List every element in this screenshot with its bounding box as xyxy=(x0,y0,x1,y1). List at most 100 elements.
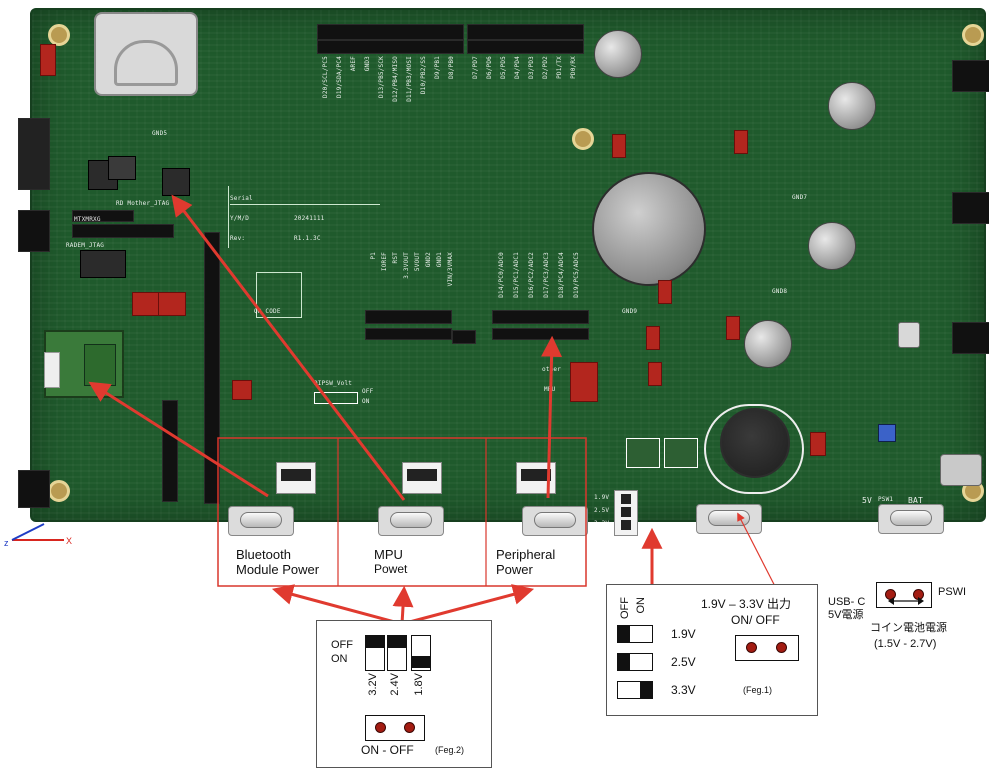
jumper-r6 xyxy=(648,362,662,386)
arduino-header-top-right-2 xyxy=(467,40,584,54)
mounting-hole xyxy=(572,128,594,150)
fig1-row-3v3: 3.3V xyxy=(671,683,696,697)
other-silk-label: other xyxy=(542,366,561,373)
jumper-r2 xyxy=(734,130,748,154)
jumper-r5 xyxy=(646,326,660,350)
header-pin-label: D17/PC3/ADC3 xyxy=(543,252,550,298)
dip-switch-mpu[interactable] xyxy=(402,462,442,494)
psw-label: PSWI xyxy=(938,586,966,599)
dcen-label: DCEN1 xyxy=(762,522,781,529)
arduino-header-bottom-mid xyxy=(452,330,476,344)
relay-2 xyxy=(664,438,698,468)
serial-line xyxy=(230,204,380,205)
left-header-1 xyxy=(18,118,50,190)
gnd8-label: GND8 xyxy=(772,288,787,295)
jumper-pair-left xyxy=(132,292,160,316)
blue-trimmer[interactable] xyxy=(878,424,896,442)
header-pin-label: PD1/TX xyxy=(556,56,563,79)
header-pin-label: D20/SCL/PC5 xyxy=(322,56,329,98)
header-pin-label: D3/PD3 xyxy=(528,56,535,79)
serial-label: Serial xyxy=(230,195,253,202)
fig1-row-2v5: 2.5V xyxy=(671,655,696,669)
arduino-header-bottom-left xyxy=(365,310,452,324)
fig1-on-label: ON xyxy=(635,597,647,614)
fig2-on-label: ON xyxy=(331,653,348,665)
fig1-switch-3v3 xyxy=(617,681,653,699)
fig2-tag: (Feg.2) xyxy=(435,745,464,755)
fig1-title-line2: ON/ OFF xyxy=(731,613,780,627)
header-jtag xyxy=(72,224,174,238)
header-pin-label: D11/PB3/MOSI xyxy=(406,56,413,102)
dip-switch-voltage[interactable] xyxy=(614,490,638,536)
dip-lever xyxy=(407,469,417,481)
callout-mpu-line2: Powet xyxy=(374,563,407,577)
dip-lever xyxy=(621,507,631,517)
arduino-header-top-left-2 xyxy=(317,40,464,54)
header-pin-label: VIN/3VMAX xyxy=(447,252,454,286)
usb-5v-label: 5V xyxy=(862,496,872,505)
dip-switch-bluetooth[interactable] xyxy=(276,462,316,494)
fig2-off-label: OFF xyxy=(331,639,353,651)
header-pin-label: GND2 xyxy=(425,252,432,267)
callout-mpu-line1: MPU xyxy=(374,548,407,563)
header-pin-label: 5VOUT xyxy=(414,252,421,271)
header-pin-label: D2/PD2 xyxy=(542,56,549,79)
sw-3v3-label: 3.3V xyxy=(594,520,609,527)
dip-switch-peripheral[interactable] xyxy=(516,462,556,494)
fig2-onoff-label: ON - OFF xyxy=(361,743,414,757)
header-pin-label: D18/PC4/ADC4 xyxy=(558,252,565,298)
vertical-header-p14 xyxy=(204,232,220,504)
header-pin-label: GND3 xyxy=(364,56,371,71)
electrolytic-cap xyxy=(808,222,856,270)
header-pin-label: D19/SDA/PC4 xyxy=(336,56,343,98)
dip-lever xyxy=(417,469,427,481)
header-pin-label: D8/PB0 xyxy=(448,56,455,79)
left-header-3 xyxy=(18,470,50,508)
left-header-2 xyxy=(18,210,50,252)
mounting-hole xyxy=(48,24,70,46)
header-pin-label: D4/PD4 xyxy=(514,56,521,79)
callout-mpu: MPU Powet xyxy=(374,548,407,577)
dipsw-off-label: OFF xyxy=(362,388,373,395)
right-header-1 xyxy=(952,60,989,92)
header-pin-label: D5/PD5 xyxy=(500,56,507,79)
mtx-label: MTXMRXG xyxy=(74,216,101,223)
figure-1-panel: OFF ON 1.9V 2.5V 3.3V 1.9V – 3.3V 出力 ON/… xyxy=(606,584,818,716)
header-pin-label: IOREF xyxy=(381,252,388,271)
header-pin-label: D15/PC1/ADC1 xyxy=(513,252,520,298)
header-pin-label: D7/PD7 xyxy=(472,56,479,79)
psw-note-line2: (1.5V - 2.7V) xyxy=(874,638,936,651)
header-pin-label: D6/PD6 xyxy=(486,56,493,79)
arduino-header-top-right xyxy=(467,24,584,40)
arduino-header-bottom-left-2 xyxy=(365,328,452,340)
qr-code-label: QR CODE xyxy=(254,308,281,315)
usb-c-port[interactable] xyxy=(940,454,982,486)
bluetooth-module-chip xyxy=(84,344,116,386)
sw-1v9-label: 1.9V xyxy=(594,494,609,501)
psw-note-line1: コイン電池電源 xyxy=(870,622,947,635)
header-pin-label: 3.3VOUT xyxy=(403,252,410,279)
dip-lever xyxy=(621,520,631,530)
svg-text:X: X xyxy=(66,536,72,546)
header-pin-label: D13/PB5/SCK xyxy=(378,56,385,98)
header-pin-label: P1 xyxy=(370,252,377,260)
callout-bluetooth-line2: Module Power xyxy=(236,563,319,578)
radom-jtag-label: RADEM_JTAG xyxy=(66,242,104,249)
fig2-v2-label: 2.4V xyxy=(389,673,401,696)
fig1-tag: (Feg.1) xyxy=(743,685,772,695)
right-header-3 xyxy=(952,322,989,354)
coin-battery-large xyxy=(592,172,706,286)
usb-c-note-line2: 5V電源 xyxy=(828,609,865,622)
electrolytic-cap xyxy=(594,30,642,78)
gnd9-label: GND9 xyxy=(622,308,637,315)
header-pin-label: D19/PC5/ADC5 xyxy=(573,252,580,298)
dip-lever xyxy=(621,494,631,504)
callout-bluetooth: Bluetooth Module Power xyxy=(236,548,319,578)
ymd-value: 20241111 xyxy=(294,215,325,222)
arduino-header-top-left xyxy=(317,24,464,40)
sw-2v5-label: 2.5V xyxy=(594,507,609,514)
chip-jtag xyxy=(80,250,126,278)
dip-lever xyxy=(531,469,541,481)
dipsw-volt-label: DIPSW_Volt xyxy=(314,380,352,387)
dip-lever xyxy=(521,469,531,481)
